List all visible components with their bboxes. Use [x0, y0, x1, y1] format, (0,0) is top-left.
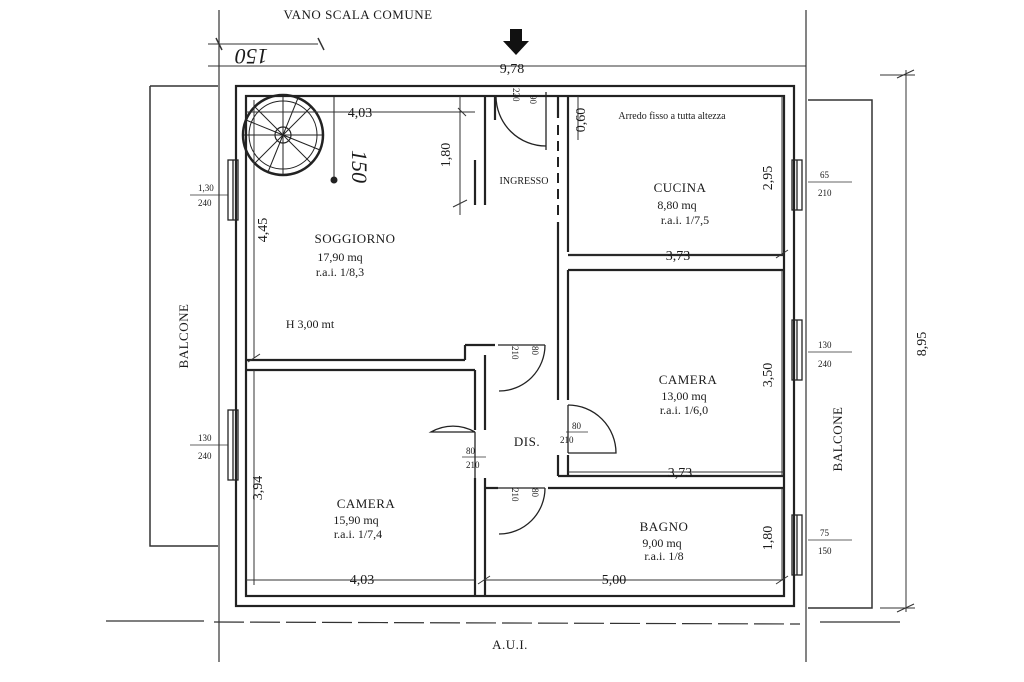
dim-camera1-w: 3,73: [668, 466, 693, 481]
handwritten-dimension-top: 150: [208, 37, 325, 69]
door-bagno: [498, 487, 546, 535]
dim-camera2-h: 3,94: [251, 476, 266, 501]
room-cucina-rai: r.a.i. 1/7,5: [661, 213, 709, 227]
room-soggiorno-height: H 3,00 mt: [286, 317, 335, 331]
door-camera2: [428, 425, 476, 478]
door-camera1-width: 80: [572, 421, 582, 431]
room-cucina: Arredo fisso a tutta altezza CUCINA 8,80…: [618, 111, 726, 227]
win-left-bottom-width: 130: [198, 433, 212, 443]
door-bagno-height: 210: [510, 488, 520, 502]
dim-bagno-w: 5,00: [602, 573, 627, 588]
win-right-bagno-width: 75: [820, 528, 830, 538]
room-bagno-area: 9,00 mq: [642, 536, 681, 550]
door-soggiorno-height: 210: [510, 346, 520, 360]
win-left-top-height: 240: [198, 198, 212, 208]
room-bagno-rai: r.a.i. 1/8: [644, 549, 683, 563]
win-left-top-width: 1,30: [198, 183, 214, 193]
room-camera2-area: 15,90 mq: [333, 513, 378, 527]
door-camera1: [567, 404, 617, 454]
overall-width-dimension: 9,78: [208, 62, 806, 77]
door-soggiorno-width: 80: [530, 346, 540, 356]
win-right-cucina-width: 65: [820, 170, 830, 180]
room-bagno-name: BAGNO: [640, 519, 689, 534]
room-bagno: BAGNO 9,00 mq r.a.i. 1/8: [640, 519, 689, 563]
room-camera2-rai: r.a.i. 1/7,4: [334, 527, 382, 541]
windows: [227, 159, 803, 576]
dimension-labels: 4,03 1,80 4,45 0,60 2,95 3,73 3,50 3,73 …: [251, 106, 776, 588]
dim-camera2-w: 4,03: [350, 573, 375, 588]
entrance-arrow-icon: [503, 29, 529, 55]
spiral-staircase-icon: [241, 93, 338, 184]
room-soggiorno-rai: r.a.i. 1/8,3: [316, 265, 364, 279]
room-camera1: CAMERA 13,00 mq r.a.i. 1/6,0: [659, 372, 718, 417]
overall-height-label: 8,95: [915, 332, 930, 357]
room-camera1-name: CAMERA: [659, 372, 718, 387]
balcony-right: [808, 99, 873, 609]
entrance-width: 90: [528, 95, 538, 105]
balcony-left: [149, 85, 218, 547]
win-right-camera-height: 240: [818, 359, 832, 369]
dim-soggiorno-h: 4,45: [256, 218, 271, 243]
balcony-right-label: BALCONE: [830, 407, 845, 472]
dim-180-top: 1,80: [439, 143, 454, 168]
stair-label: VANO SCALA COMUNE: [283, 7, 432, 22]
door-soggiorno: [498, 344, 546, 392]
dim-camera1-h: 3,50: [761, 363, 776, 388]
room-camera2: CAMERA 15,90 mq r.a.i. 1/7,4: [333, 496, 395, 541]
dim-060: 0,60: [574, 108, 589, 133]
overall-height-dimension: [880, 69, 915, 613]
win-right-cucina-height: 210: [818, 188, 832, 198]
room-ingresso-name: INGRESSO: [500, 176, 549, 187]
guide-lines: [106, 10, 900, 662]
exterior-walls: [234, 84, 796, 608]
room-cucina-name: CUCINA: [654, 180, 707, 195]
room-camera1-area: 13,00 mq: [661, 389, 706, 403]
dim-bagno-h: 1,80: [761, 526, 776, 551]
dimension-lines: [246, 96, 789, 585]
balcony-left-label: BALCONE: [176, 304, 191, 369]
entrance-height: 220: [511, 88, 521, 102]
dashed-opening: [557, 125, 569, 220]
window-labels: 1,30 240 130 240 65 210 130 240 75 150: [190, 170, 852, 556]
handwritten-150-top: 150: [235, 44, 268, 69]
room-cucina-area: 8,80 mq: [657, 198, 696, 212]
dim-soggiorno-w: 4,03: [348, 106, 373, 121]
door-camera2-height: 210: [466, 460, 480, 470]
handwritten-150-stair: 150: [347, 150, 372, 183]
door-labels: 80 210 80 210 80 210 80 210: [462, 346, 588, 502]
win-right-camera-width: 130: [818, 340, 832, 350]
door-camera2-width: 80: [466, 446, 476, 456]
win-right-bagno-height: 150: [818, 546, 832, 556]
win-left-bottom-height: 240: [198, 451, 212, 461]
entrance-door: [495, 92, 547, 150]
room-cucina-note: Arredo fisso a tutta altezza: [618, 111, 726, 122]
dim-cucina-w: 3,73: [666, 249, 691, 264]
room-dis-name: DIS.: [514, 434, 540, 449]
dim-cucina-h: 2,95: [761, 166, 776, 191]
room-camera1-rai: r.a.i. 1/6,0: [660, 403, 708, 417]
room-soggiorno-name: SOGGIORNO: [314, 231, 395, 246]
aui-label: A.U.I.: [492, 637, 528, 652]
door-bagno-width: 80: [530, 488, 540, 498]
door-camera1-height: 210: [560, 435, 574, 445]
room-camera2-name: CAMERA: [337, 496, 396, 511]
room-soggiorno: SOGGIORNO 17,90 mq r.a.i. 1/8,3 H 3,00 m…: [286, 231, 395, 331]
overall-width-label: 9,78: [500, 62, 525, 77]
room-soggiorno-area: 17,90 mq: [317, 250, 362, 264]
